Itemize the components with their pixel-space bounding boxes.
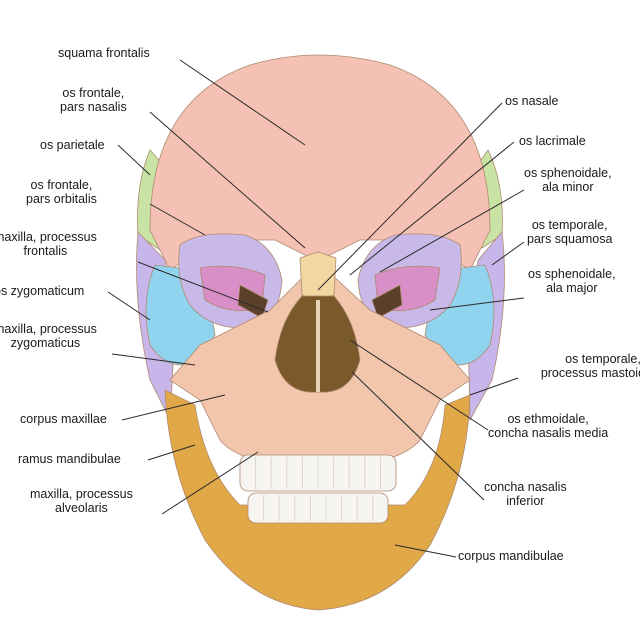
label-text: os sphenoidale, <box>524 166 612 180</box>
label-text: pars squamosa <box>527 232 613 246</box>
label-text: os temporale, <box>565 352 640 366</box>
label-text: os ethmoidale, <box>507 412 589 426</box>
label-text: corpus maxillae <box>20 412 107 426</box>
label-text: os temporale, <box>531 218 608 232</box>
leader-os-sphenoidale-minor <box>379 189 525 273</box>
label-text: pars orbitalis <box>26 192 97 206</box>
label-text: concha nasalis <box>484 480 567 494</box>
label-os-temporale-mastoideus: os temporale, processus mastoideus <box>518 352 640 380</box>
label-text: ala minor <box>542 180 594 194</box>
label-text: ramus mandibulae <box>18 452 121 466</box>
leader-os-nasale <box>317 102 503 291</box>
label-os-frontale-nasalis: os frontale, pars nasalis <box>60 86 127 114</box>
label-corpus-mandibulae: corpus mandibulae <box>458 549 564 563</box>
nasal-bone <box>299 251 337 301</box>
label-ramus-mandibulae: ramus mandibulae <box>18 452 121 466</box>
leader-corpus-mandibulae <box>394 544 457 558</box>
label-text: os frontale, <box>30 178 93 192</box>
label-squama-frontalis: squama frontalis <box>58 46 150 60</box>
label-text: corpus mandibulae <box>458 549 564 563</box>
label-text: maxilla, processus <box>30 487 133 501</box>
label-concha-nasalis-inferior: concha nasalis inferior <box>484 480 567 508</box>
label-os-zygomaticum: os zygomaticum <box>0 284 84 298</box>
label-maxilla-zygomaticus: maxilla, processus zygomaticus <box>0 322 97 350</box>
frontal-bone <box>149 54 491 271</box>
leader-os-ethmoidale <box>349 339 489 431</box>
label-os-sphenoidale-major: os sphenoidale, ala major <box>528 267 616 295</box>
label-os-sphenoidale-minor: os sphenoidale, ala minor <box>524 166 612 194</box>
label-os-nasale: os nasale <box>505 94 559 108</box>
leader-os-parietale <box>117 144 151 176</box>
label-text: processus mastoideus <box>540 366 640 380</box>
label-os-lacrimale: os lacrimale <box>519 134 586 148</box>
label-text: squama frontalis <box>58 46 150 60</box>
label-text: ala major <box>546 281 598 295</box>
leader-os-lacrimale <box>349 141 515 276</box>
label-maxilla-alveolaris: maxilla, processus alveolaris <box>30 487 133 515</box>
label-maxilla-frontalis: maxilla, processus frontalis <box>0 230 97 258</box>
label-text: os sphenoidale, <box>528 267 616 281</box>
label-os-frontale-orbitalis: os frontale, pars orbitalis <box>26 178 97 206</box>
leader-concha-nasalis-inferior <box>351 371 485 501</box>
label-os-temporale-squamosa: os temporale, pars squamosa <box>527 218 612 246</box>
leader-os-frontale-orbitalis <box>149 203 206 236</box>
leader-maxilla-alveolaris <box>161 451 259 515</box>
label-text: os nasale <box>505 94 559 108</box>
leader-squama-frontalis <box>179 59 306 146</box>
label-text: os zygomaticum <box>0 284 85 298</box>
lower-teeth <box>247 492 389 524</box>
leader-corpus-maxillae <box>121 394 226 421</box>
leader-os-temporale-mastoideus <box>469 377 519 396</box>
label-text: os parietale <box>40 138 105 152</box>
label-os-parietale: os parietale <box>40 138 105 152</box>
label-text: alveolaris <box>55 501 108 515</box>
label-corpus-maxillae: corpus maxillae <box>20 412 107 426</box>
leader-os-zygomaticum <box>107 291 151 321</box>
label-text: maxilla, processus <box>0 322 97 336</box>
label-text: frontalis <box>23 244 68 258</box>
label-text: zygomaticus <box>10 336 81 350</box>
leader-maxilla-zygomaticus <box>111 353 196 366</box>
label-text: os frontale, <box>62 86 125 100</box>
leader-os-temporale-squamosa <box>491 241 525 266</box>
leader-maxilla-frontalis <box>137 261 269 313</box>
label-text: concha nasalis media <box>488 426 609 440</box>
leader-ramus-mandibulae <box>147 444 196 461</box>
label-text: maxilla, processus <box>0 230 97 244</box>
label-text: pars nasalis <box>60 100 127 114</box>
label-os-ethmoidale: os ethmoidale, concha nasalis media <box>488 412 608 440</box>
label-text: inferior <box>506 494 545 508</box>
leader-os-frontale-nasalis <box>149 111 306 249</box>
label-text: os lacrimale <box>519 134 586 148</box>
leader-os-sphenoidale-major <box>429 297 525 311</box>
